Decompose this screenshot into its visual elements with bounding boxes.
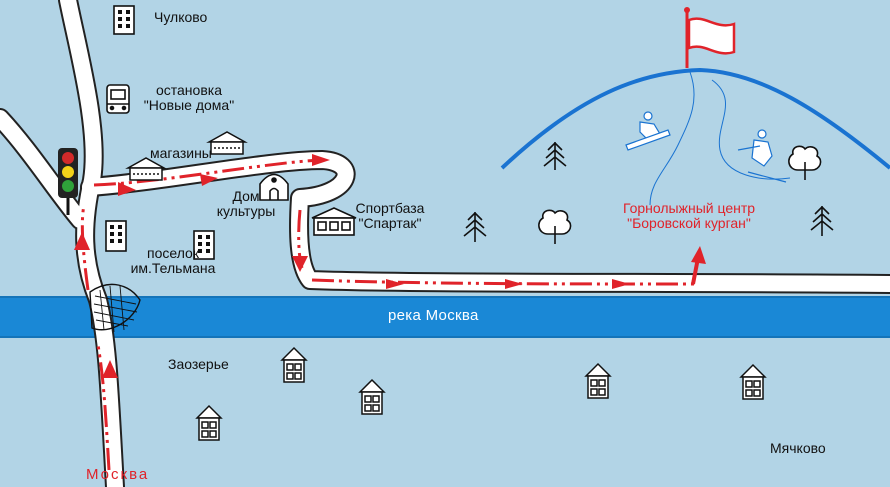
route-arrow-icon	[74, 232, 90, 250]
deciduous-tree-icon	[538, 209, 572, 244]
deciduous-tree-icon	[788, 145, 822, 180]
traffic-light-icon	[58, 148, 78, 215]
route-arrow-icon	[386, 279, 404, 289]
route-arrow-icon	[102, 360, 118, 378]
house-icon	[280, 346, 308, 383]
label-ski-line2: "Боровской курган"	[627, 214, 751, 231]
label-river: река Москва	[388, 307, 479, 324]
label-telman-line1: поселок	[147, 245, 199, 261]
snowboarder-icon	[625, 111, 671, 151]
label-myachkovo: Мячково	[770, 440, 826, 456]
label-ski-center: Горнолыжный центр "Боровской курган"	[594, 201, 784, 230]
river	[0, 296, 890, 338]
house-icon	[358, 378, 386, 415]
route-to-ski	[691, 246, 706, 285]
flag-icon	[684, 7, 736, 68]
label-bus-stop: остановка "Новые дома"	[134, 83, 244, 112]
label-culture-line1: Дом	[232, 188, 260, 204]
route-arrow-icon	[118, 182, 136, 196]
skier-icon	[737, 129, 787, 183]
label-sportbase-line2: "Спартак"	[358, 214, 422, 231]
route-arrow-icon	[691, 246, 706, 264]
shop-icon	[125, 157, 167, 181]
route-arrows	[74, 154, 630, 378]
house-icon	[195, 404, 223, 441]
route-arrow-icon	[312, 154, 330, 166]
label-moskva: Москва	[86, 466, 150, 483]
route-arrow-icon	[505, 279, 523, 289]
fir-tree-icon	[543, 141, 567, 170]
route-arrow-icon	[612, 279, 630, 289]
label-bus-stop-line1: остановка	[155, 82, 222, 98]
route-arrow-icon	[292, 256, 308, 272]
bridge-icon	[89, 283, 141, 333]
label-zaozerye: Заозерье	[168, 356, 229, 372]
culture-house-icon	[259, 173, 289, 201]
label-ski-line1: Горнолыжный центр	[622, 200, 756, 216]
fir-tree-icon	[810, 205, 834, 236]
label-culture-house: Дом культуры	[206, 189, 286, 218]
sportbase-icon	[311, 207, 357, 236]
label-sportbase: Спортбаза "Спартак"	[342, 201, 438, 230]
label-telman-line2: им.Тельмана	[130, 259, 216, 276]
label-telman: поселок им.Тельмана	[128, 246, 218, 275]
ski-hill	[500, 67, 890, 206]
label-bus-stop-line2: "Новые дома"	[143, 96, 235, 113]
label-sportbase-line1: Спортбаза	[355, 200, 425, 216]
house-icon	[584, 362, 612, 399]
building-icon	[113, 5, 135, 35]
label-chulkovo: Чулково	[154, 9, 208, 25]
building-icon	[105, 220, 127, 252]
building-icon	[193, 230, 215, 260]
label-culture-line2: культуры	[216, 202, 276, 219]
route-arrow-icon	[200, 174, 218, 186]
shop-icon	[206, 131, 248, 155]
houses	[195, 346, 767, 441]
house-icon	[739, 363, 767, 400]
fir-tree-icon	[463, 211, 487, 242]
label-shops: магазины	[150, 145, 212, 161]
bus-icon	[106, 84, 130, 114]
